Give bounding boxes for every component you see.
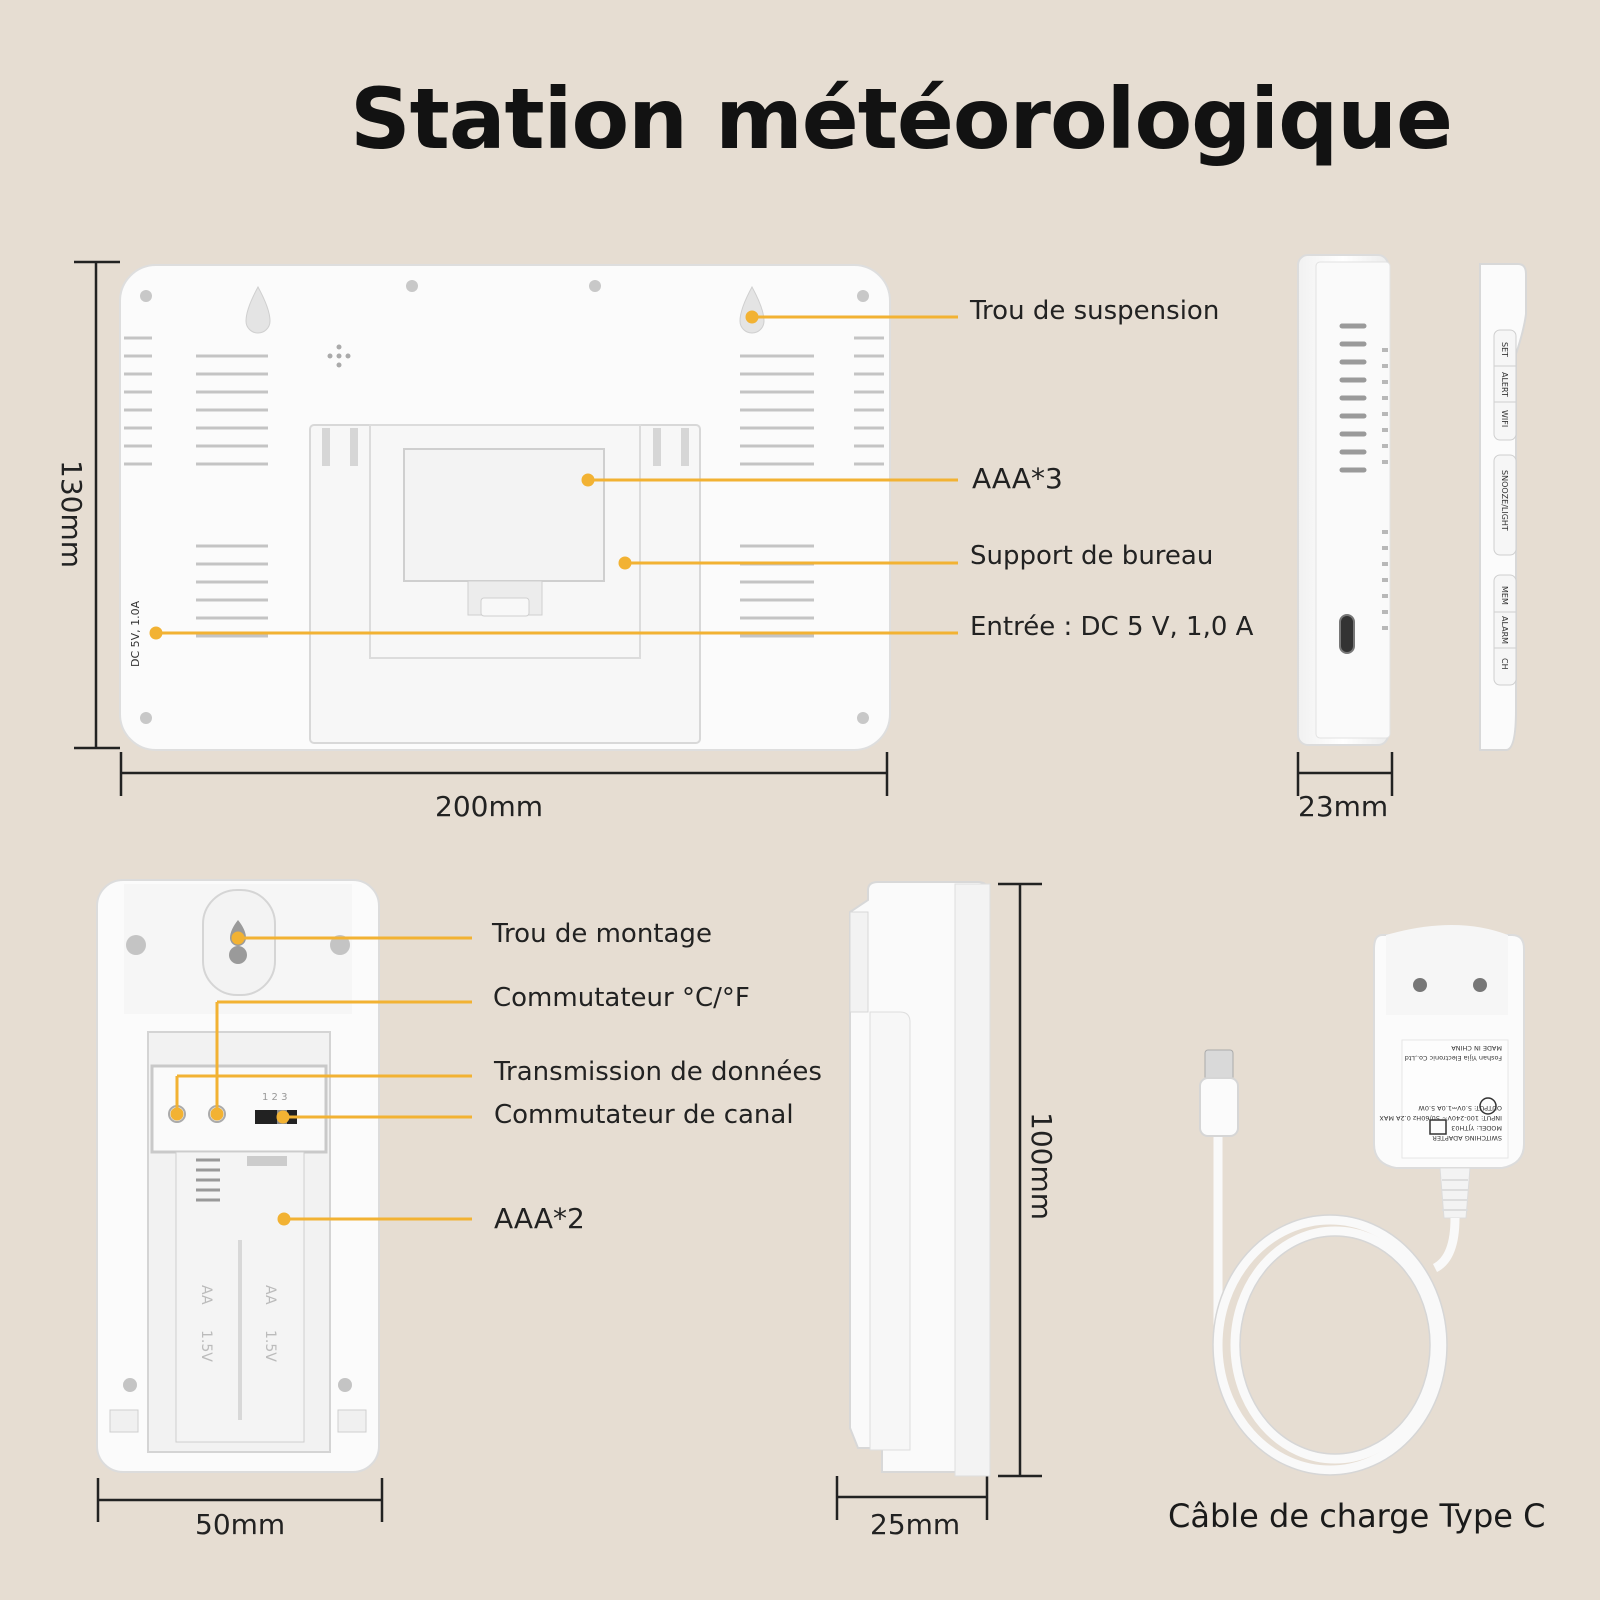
svg-text:Foshan Yijia Electronic Co.,Lt: Foshan Yijia Electronic Co.,Ltd (1405, 1054, 1502, 1062)
callout-battery-aaa3: AAA*3 (972, 462, 1063, 495)
main-unit-side (1297, 254, 1391, 746)
button-ch: CH (1500, 658, 1509, 670)
sensor-side (849, 881, 991, 1477)
svg-text:SWITCHING ADAPTER: SWITCHING ADAPTER (1432, 1134, 1502, 1142)
button-alarm: ALARM (1500, 616, 1509, 644)
callout-lines (149, 310, 958, 1226)
dimension-depth-sensor: 25mm (870, 1508, 961, 1541)
callout-data-transmission: Transmission de données (494, 1057, 822, 1087)
page-title: Station météorologique (350, 70, 1453, 168)
sensor-back: 1 2 3 AA 1.5V AA 1.5V (96, 879, 380, 1473)
battery-mark-aa: AA (198, 1285, 214, 1305)
battery-mark-voltage: 1.5V (262, 1330, 278, 1362)
main-unit-back (119, 264, 891, 751)
callout-desk-stand: Support de bureau (970, 541, 1214, 571)
main-unit-button-edge: SET ALERT WIFI SNOOZE/LIGHT MEM ALARM CH (1479, 263, 1527, 751)
svg-text:OUTPUT: 5.0V⎓1.0A 5.0W: OUTPUT: 5.0V⎓1.0A 5.0W (1418, 1104, 1502, 1112)
dimension-height-sensor: 100mm (1025, 1112, 1058, 1220)
dimension-height-main: 130mm (55, 460, 88, 568)
callout-hanging-hole: Trou de suspension (970, 296, 1220, 326)
battery-mark-voltage: 1.5V (198, 1330, 214, 1362)
svg-text:MODEL: YJTH03: MODEL: YJTH03 (1451, 1124, 1502, 1132)
side-button-labels: SET ALERT WIFI SNOOZE/LIGHT MEM ALARM CH (1500, 342, 1509, 670)
main-dimension-lines (74, 260, 1394, 796)
charger-illustration: SWITCHING ADAPTER MODEL: YJTH03 INPUT: 1… (1199, 925, 1525, 1476)
channel-marks: 1 2 3 (262, 1092, 287, 1103)
svg-text:INPUT: 100-240V~ 50/60Hz 0.2A: INPUT: 100-240V~ 50/60Hz 0.2A MAX (1379, 1114, 1502, 1122)
button-snooze-light: SNOOZE/LIGHT (1500, 470, 1509, 531)
back-print-text: DC 5V, 1.0A (129, 600, 142, 667)
dimension-depth-main: 23mm (1298, 790, 1389, 823)
battery-mark-aa: AA (262, 1285, 278, 1305)
button-set: SET (1500, 342, 1509, 357)
callout-battery-aaa2: AAA*2 (494, 1202, 585, 1235)
callout-channel-switch: Commutateur de canal (494, 1100, 794, 1130)
button-wifi: WIFI (1500, 410, 1509, 427)
charger-label: SWITCHING ADAPTER MODEL: YJTH03 INPUT: 1… (1379, 1044, 1502, 1142)
button-mem: MEM (1500, 586, 1509, 605)
charger-caption: Câble de charge Type C (1168, 1497, 1546, 1535)
svg-text:MADE IN CHINA: MADE IN CHINA (1451, 1044, 1502, 1052)
button-alert: ALERT (1500, 372, 1509, 397)
callout-unit-switch: Commutateur °C/°F (493, 983, 750, 1013)
sensor-dimension-lines (96, 882, 1042, 1522)
dimension-width-main: 200mm (435, 790, 543, 823)
dimension-width-sensor: 50mm (195, 1508, 286, 1541)
callout-power-input: Entrée : DC 5 V, 1,0 A (970, 612, 1254, 642)
callout-mount-hole: Trou de montage (492, 919, 712, 949)
